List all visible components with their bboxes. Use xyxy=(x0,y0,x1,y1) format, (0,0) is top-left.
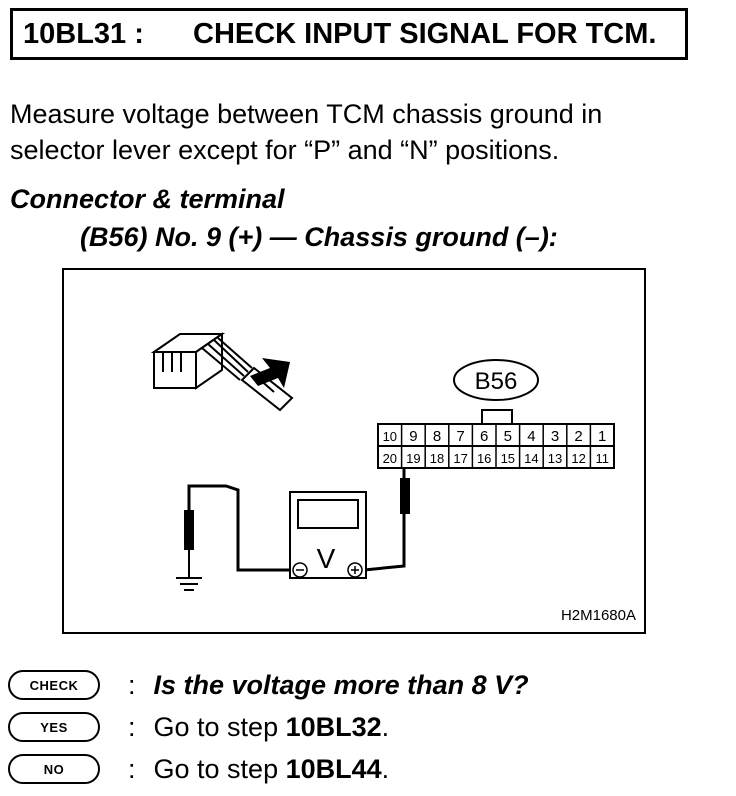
pin-bottom-20: 20 xyxy=(383,451,397,466)
pin-bottom-19: 19 xyxy=(406,451,420,466)
pin-top-5: 5 xyxy=(504,428,512,445)
pin-top-1: 1 xyxy=(598,428,606,445)
pin-top-9: 9 xyxy=(409,428,417,445)
pin-bottom-15: 15 xyxy=(501,451,515,466)
no-step-link[interactable]: 10BL44 xyxy=(285,753,382,784)
no-badge: NO xyxy=(8,754,100,784)
connector-terminal-spec: Connector & terminal (B56) No. 9 (+) — C… xyxy=(10,180,558,256)
ground-icon xyxy=(176,550,202,591)
diagram-frame xyxy=(62,268,646,634)
connector-spec: (B56) No. 9 (+) — Chassis ground (–): xyxy=(80,222,558,252)
yes-suffix: . xyxy=(381,711,390,742)
yes-step-link[interactable]: 10BL32 xyxy=(285,711,382,742)
check-colon: : xyxy=(128,669,136,700)
yes-action: Go to step 10BL32. xyxy=(154,712,390,743)
pin-bottom-17: 17 xyxy=(453,451,467,466)
yes-colon: : xyxy=(128,711,136,742)
probe-negative xyxy=(184,510,194,550)
connector-heading: Connector & terminal xyxy=(10,184,285,214)
pin-bottom-12: 12 xyxy=(571,451,585,466)
step-title: CHECK INPUT SIGNAL FOR TCM. xyxy=(193,17,657,50)
step-code: 10BL31 : xyxy=(23,17,144,50)
yes-row: YES : Go to step 10BL32. xyxy=(8,710,389,744)
check-question: Is the voltage more than 8 V? xyxy=(153,669,529,700)
yes-badge: YES xyxy=(8,712,100,742)
pin-top-8: 8 xyxy=(433,428,441,445)
pin-bottom-18: 18 xyxy=(430,451,444,466)
pin-top-2: 2 xyxy=(574,428,582,445)
pin-top-7: 7 xyxy=(456,428,464,445)
instruction-paragraph: Measure voltage between TCM chassis grou… xyxy=(10,96,725,168)
instruction-line-1: Measure voltage between TCM chassis grou… xyxy=(10,99,603,129)
no-action: Go to step 10BL44. xyxy=(154,754,390,785)
pin-bottom-16: 16 xyxy=(477,451,491,466)
yes-prefix: Go to step xyxy=(153,711,286,742)
instruction-line-2: selector lever except for “P” and “N” po… xyxy=(10,135,560,165)
step-title-box: 10BL31 : CHECK INPUT SIGNAL FOR TCM. xyxy=(10,8,688,60)
no-row: NO : Go to step 10BL44. xyxy=(8,752,389,786)
connector-label: B56 xyxy=(475,368,518,395)
connector-label-oval xyxy=(453,359,539,401)
no-suffix: . xyxy=(381,753,390,784)
pin-top-4: 4 xyxy=(527,428,535,445)
meter-symbol: V xyxy=(317,543,336,574)
no-colon: : xyxy=(128,753,136,784)
voltmeter xyxy=(289,491,367,579)
pin-top-3: 3 xyxy=(551,428,559,445)
probe-positive xyxy=(400,478,410,514)
pin-top-10: 10 xyxy=(383,429,397,444)
pin-bottom-13: 13 xyxy=(548,451,562,466)
pin-top-6: 6 xyxy=(480,428,488,445)
check-badge: CHECK xyxy=(8,670,100,700)
pin-bottom-14: 14 xyxy=(524,451,538,466)
pin-bottom-11: 11 xyxy=(595,451,609,466)
insert-arrow-icon xyxy=(250,358,290,388)
check-row: CHECK : Is the voltage more than 8 V? xyxy=(8,668,529,702)
connector-illustration xyxy=(150,332,294,412)
figure-code: H2M1680A xyxy=(561,607,636,624)
no-prefix: Go to step xyxy=(153,753,286,784)
